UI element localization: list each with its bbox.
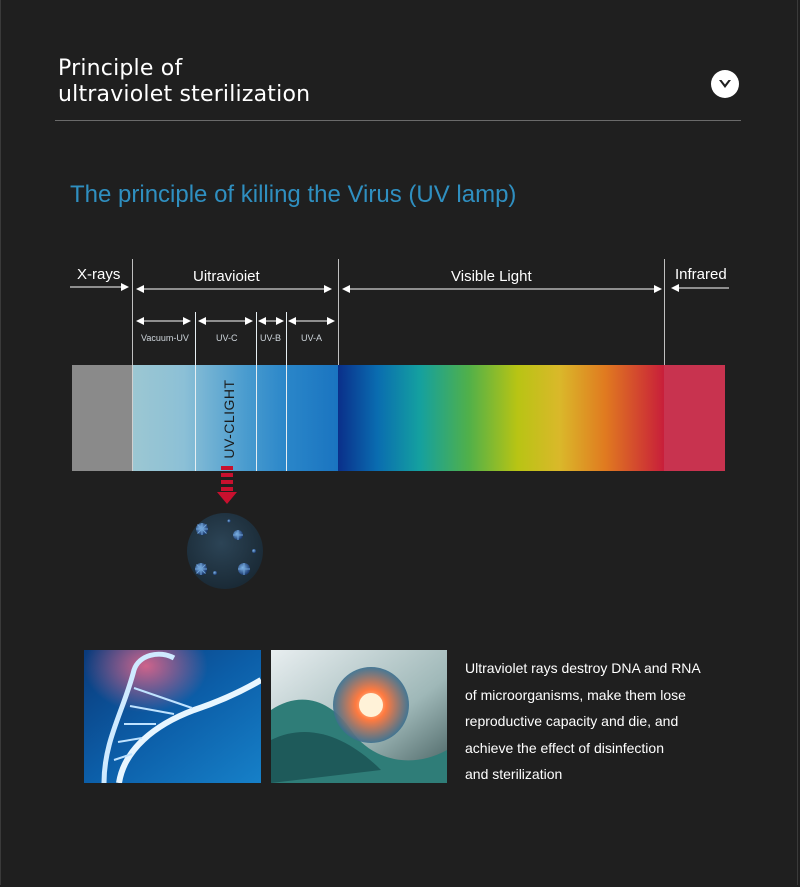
description-line: reproductive capacity and die, and: [465, 713, 679, 729]
virus-illustration-icon: [187, 513, 263, 589]
dna-helix-image: [84, 650, 261, 783]
region-divider-1: [132, 365, 133, 471]
down-arrow-icon: [217, 466, 237, 504]
spectrum-visible-segment: [338, 365, 664, 471]
range-arrows: [70, 283, 729, 325]
description-line: achieve the effect of disinfection: [465, 739, 664, 756]
label-uv-c: UV-C: [216, 333, 238, 343]
spectrum-uv-segment: [132, 365, 338, 471]
description-text: Ultraviolet rays destroy DNA and RNA of …: [465, 655, 765, 788]
label-uv-b: UV-B: [260, 333, 282, 343]
description-line: of microorganisms, make them lose: [465, 686, 686, 703]
description-line: and sterilization: [465, 766, 563, 782]
page-title-line-2: ultraviolet sterilization: [58, 82, 311, 107]
chevron-down-icon[interactable]: [711, 70, 739, 98]
label-ultraviolet: Uitravioiet: [193, 268, 260, 285]
label-infrared: Infrared: [675, 266, 727, 283]
header-divider: [55, 120, 741, 121]
label-vacuum-uv: Vacuum-UV: [141, 333, 189, 343]
band-divider-2: [256, 365, 257, 471]
band-divider-1: [195, 365, 196, 471]
band-divider-3: [286, 365, 287, 471]
uv-c-light-label: UV-CLIGHT: [221, 379, 237, 459]
label-xrays: X-rays: [77, 266, 121, 283]
page-title-line-1: Principle of: [58, 56, 183, 81]
cell-illustration-image: [271, 650, 447, 783]
label-uv-a: UV-A: [301, 333, 323, 343]
page-title: Principle of ultraviolet sterilization: [58, 56, 310, 108]
description-line: Ultraviolet rays destroy DNA and RNA: [465, 660, 701, 676]
spectrum-infrared-segment: [664, 365, 725, 471]
spectrum-xray-segment: [72, 365, 132, 471]
label-visible-light: Visible Light: [451, 268, 532, 285]
section-subtitle: The principle of killing the Virus (UV l…: [70, 181, 517, 208]
spectrum-bar: [72, 365, 725, 471]
